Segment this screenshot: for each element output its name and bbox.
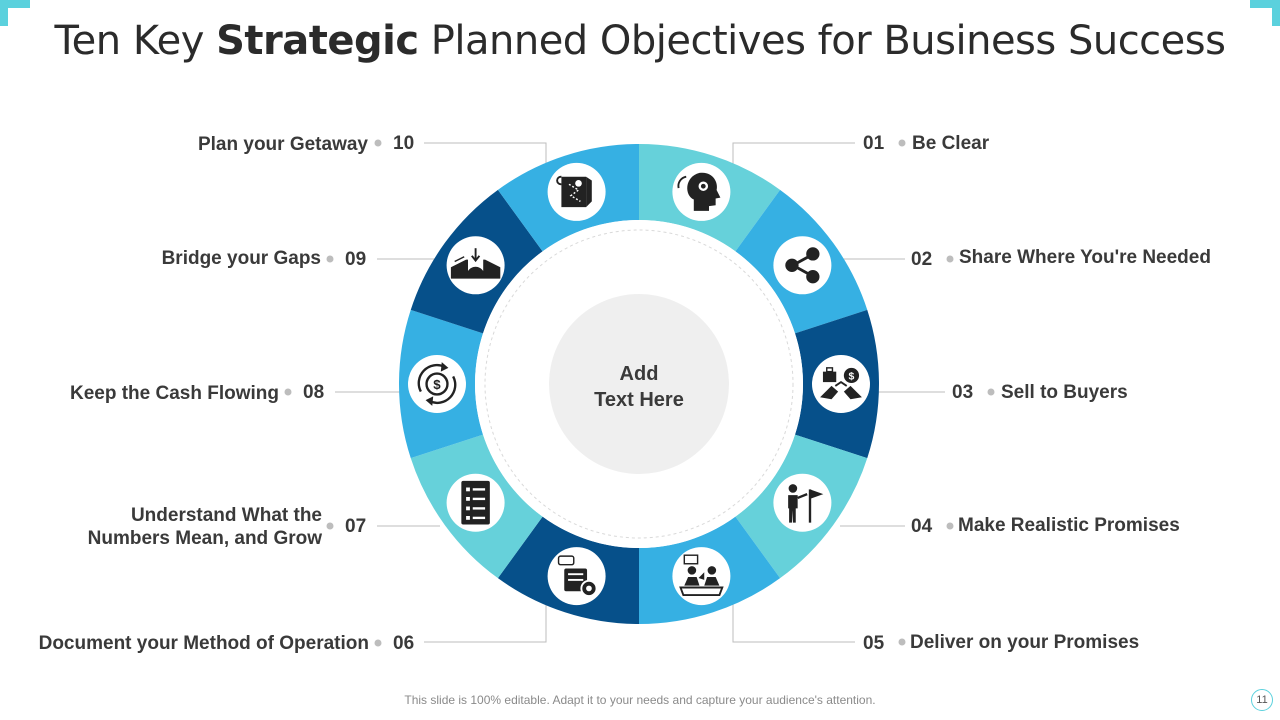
person-flag-icon [773, 473, 832, 532]
objective-dot-05 [898, 638, 906, 646]
objective-number-01: 01 [863, 133, 885, 154]
objective-number-05: 05 [863, 633, 885, 654]
objective-number-07: 07 [345, 516, 367, 537]
dashed-ring [484, 229, 794, 539]
objective-label-08: Keep the Cash Flowing [69, 383, 279, 404]
head-gear-icon [672, 162, 731, 221]
share-icon [773, 236, 832, 295]
cash-flow-icon: $ [408, 355, 466, 413]
objective-number-08: 08 [303, 382, 325, 403]
document-gear-icon [547, 547, 606, 606]
center-circle [549, 294, 729, 474]
objective-number-04: 04 [911, 516, 933, 537]
footer-note: This slide is 100% editable. Adapt it to… [404, 693, 876, 707]
objective-label-03: Sell to Buyers [1001, 382, 1128, 403]
objective-label-02: Share Where You're Needed [959, 247, 1211, 268]
title-part-regular: Ten Key [54, 18, 217, 64]
svg-text:$: $ [849, 371, 855, 382]
connector-line-5 [732, 590, 855, 643]
title-part-regular-end: Planned Objectives for Business Success [418, 18, 1226, 64]
map-plan-icon [547, 162, 606, 221]
center-text-line2: Text Here [594, 389, 684, 411]
objective-number-03: 03 [952, 382, 974, 403]
objective-number-02: 02 [911, 249, 933, 270]
objective-dot-03 [987, 388, 995, 396]
sell-exchange-icon: $ [812, 355, 870, 413]
bridge-icon [446, 236, 505, 295]
objective-number-09: 09 [345, 249, 367, 270]
page-number: 11 [1251, 689, 1273, 711]
objective-dot-01 [898, 139, 906, 147]
objective-dot-09 [326, 255, 334, 263]
objective-label-06: Document your Method of Operation [38, 633, 369, 654]
objective-label-01: Be Clear [912, 133, 990, 154]
objective-label-05: Deliver on your Promises [910, 632, 1140, 653]
objective-dot-08 [284, 388, 292, 396]
title-part-bold: Strategic [216, 18, 419, 64]
svg-text:$: $ [433, 377, 441, 392]
page-title: Ten Key Strategic Planned Objectives for… [0, 18, 1280, 64]
meeting-icon [672, 547, 731, 606]
segment-icons: $$ [408, 162, 870, 606]
objective-number-10: 10 [393, 133, 415, 154]
corner-decoration-right [1250, 0, 1280, 26]
objective-dot-07 [326, 522, 334, 530]
objective-dot-04 [946, 522, 954, 530]
objective-label-09: Bridge your Gaps [161, 248, 321, 269]
objective-label-10: Plan your Getaway [197, 134, 368, 155]
center-text-line1: Add [620, 363, 659, 385]
objective-label-04: Make Realistic Promises [958, 515, 1180, 536]
objective-label-07: Understand What the Numbers Mean, and Gr… [87, 505, 322, 549]
objective-dot-10 [374, 139, 382, 147]
objective-number-06: 06 [393, 633, 415, 654]
objective-dot-02 [946, 255, 954, 263]
objective-dot-06 [374, 639, 382, 647]
connector-line-6 [424, 590, 547, 643]
corner-decoration-left [0, 0, 30, 26]
checklist-icon [446, 473, 505, 532]
